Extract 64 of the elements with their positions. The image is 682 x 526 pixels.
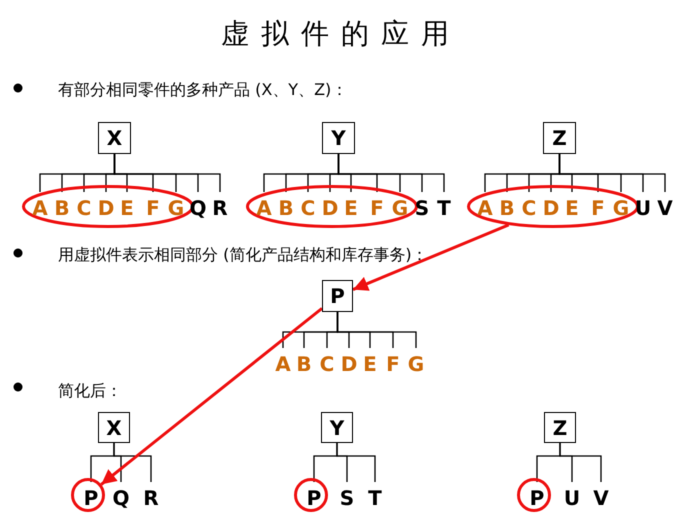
part-letter: U: [633, 192, 653, 218]
bullet-text: 简化后：: [58, 383, 122, 399]
part-letter: F: [588, 192, 608, 218]
part-letter: A: [475, 192, 495, 218]
part-letter: B: [497, 192, 517, 218]
title: 虚拟件的应用: [220, 20, 462, 48]
arrow: [100, 307, 323, 486]
tree-line: [336, 443, 376, 482]
bullet-text: 用虚拟件表示相同部分 (简化产品结构和库存事务)：: [58, 247, 428, 263]
part-letter: E: [360, 348, 380, 374]
part-letter: G: [390, 192, 410, 218]
part-letter: G: [611, 192, 631, 218]
part-letter: B: [276, 192, 296, 218]
tree-line: [558, 154, 666, 192]
part-letter: R: [141, 482, 161, 508]
part-letter: C: [519, 192, 539, 218]
highlight-circle: [294, 478, 328, 512]
part-letter: S: [412, 192, 432, 218]
part-letter: Q: [188, 192, 208, 218]
parent-box: Y: [321, 412, 353, 443]
part-letter: B: [294, 348, 314, 374]
part-letter: A: [30, 192, 50, 218]
arrow: [352, 224, 510, 291]
bullet-text: 有部分相同零件的多种产品 (X、Y、Z)：: [58, 82, 348, 98]
tree-line: [336, 312, 417, 348]
part-letter: D: [96, 192, 116, 218]
parent-box: X: [98, 122, 131, 154]
tree-line: [559, 443, 602, 482]
parent-box: Z: [544, 412, 576, 443]
part-letter: D: [320, 192, 340, 218]
part-letter: C: [74, 192, 94, 218]
part-letter: C: [317, 348, 337, 374]
parent-box: Y: [322, 122, 355, 154]
part-letter: C: [298, 192, 318, 218]
part-letter: T: [434, 192, 454, 218]
part-letter: U: [562, 482, 582, 508]
highlight-circle: [71, 478, 105, 512]
tree-line: [338, 154, 445, 192]
part-letter: G: [166, 192, 186, 218]
part-letter: F: [143, 192, 163, 218]
part-letter: F: [383, 348, 403, 374]
part-letter: F: [367, 192, 387, 218]
highlight-ellipse: [246, 185, 418, 228]
part-letter: R: [210, 192, 230, 218]
parent-box: P: [322, 280, 353, 312]
parent-box: X: [98, 412, 130, 443]
part-letter: S: [337, 482, 357, 508]
part-letter: A: [254, 192, 274, 218]
tree-line: [114, 154, 221, 192]
part-letter: V: [591, 482, 611, 508]
part-letter: E: [341, 192, 361, 218]
part-letter: T: [365, 482, 385, 508]
part-letter: E: [562, 192, 582, 218]
parent-box: Z: [543, 122, 576, 154]
part-letter: D: [541, 192, 561, 218]
tree-line: [113, 443, 152, 482]
part-letter: Q: [111, 482, 131, 508]
part-letter: D: [339, 348, 359, 374]
highlight-circle: [517, 478, 551, 512]
part-letter: E: [117, 192, 137, 218]
part-letter: A: [273, 348, 293, 374]
part-letter: V: [655, 192, 675, 218]
part-letter: B: [52, 192, 72, 218]
part-letter: G: [406, 348, 426, 374]
